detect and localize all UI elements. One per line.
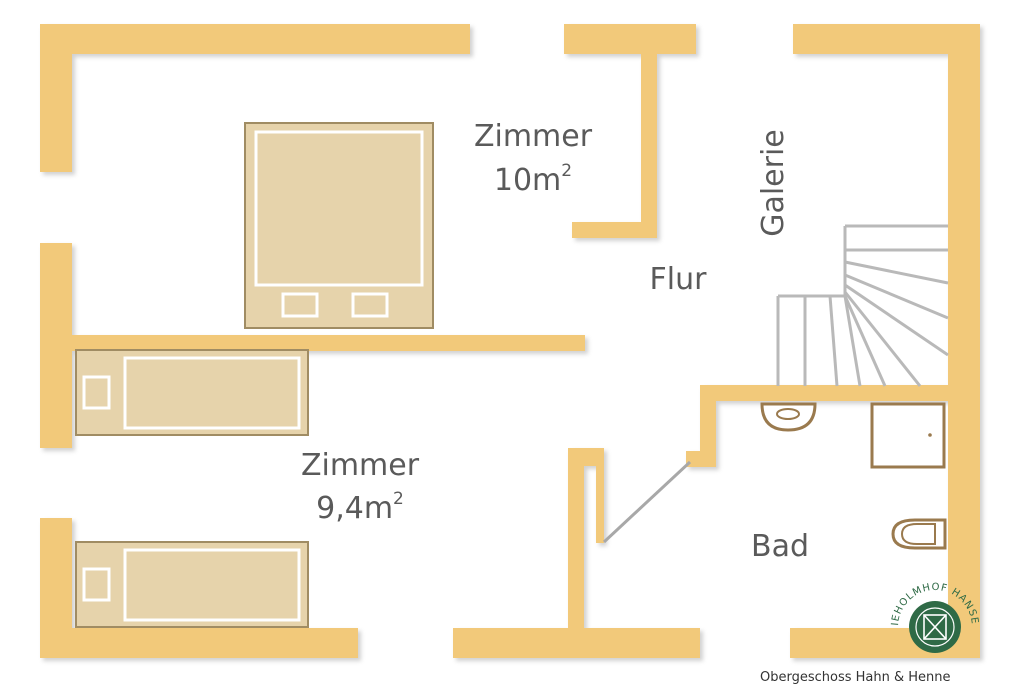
zimmer-top-name: Zimmer <box>474 119 593 154</box>
zimmer-bottom-name: Zimmer <box>301 448 420 483</box>
single-bed-upper <box>75 349 309 436</box>
zimmer-top-area: 10m2 <box>494 161 572 198</box>
galerie-label: Galerie <box>756 129 791 237</box>
pillow <box>82 567 111 602</box>
wall-flur-post <box>596 448 604 543</box>
svg-text:KIEHOLMHOF HANSEN: KIEHOLMHOF HANSEN <box>0 0 979 626</box>
pillow <box>82 375 111 410</box>
wall-flur-stub <box>568 448 600 466</box>
wall-bad-left <box>700 385 716 467</box>
shower <box>870 402 946 469</box>
wall-right <box>948 24 980 658</box>
zimmer-bottom-area: 9,4m2 <box>316 489 404 526</box>
wall-bad-top <box>700 385 950 401</box>
footer-caption: Obergeschoss Hahn & Henne <box>760 670 951 685</box>
wall-zimmer-bottom <box>572 222 657 238</box>
wall-bad-stub <box>686 451 716 467</box>
wall-top-middle <box>564 24 696 54</box>
wall-divider <box>40 335 585 351</box>
flur-label: Flur <box>650 262 708 297</box>
wall-top-left <box>40 24 470 54</box>
bad-label: Bad <box>751 529 809 564</box>
wall-left-upper <box>40 24 72 172</box>
pillow <box>351 292 389 318</box>
door-leaf <box>602 460 692 544</box>
wall-bottom-left <box>40 628 358 658</box>
wall-flur-left <box>568 448 584 658</box>
single-bed-lower <box>75 541 309 628</box>
sink <box>760 402 817 432</box>
staircase <box>776 224 949 387</box>
toilet <box>891 518 947 550</box>
double-bed <box>244 122 434 329</box>
wall-zimmer-right <box>641 24 657 238</box>
logo-text: KIEHOLMHOF HANSEN <box>0 0 979 626</box>
pillow <box>281 292 319 318</box>
walls <box>40 24 980 658</box>
